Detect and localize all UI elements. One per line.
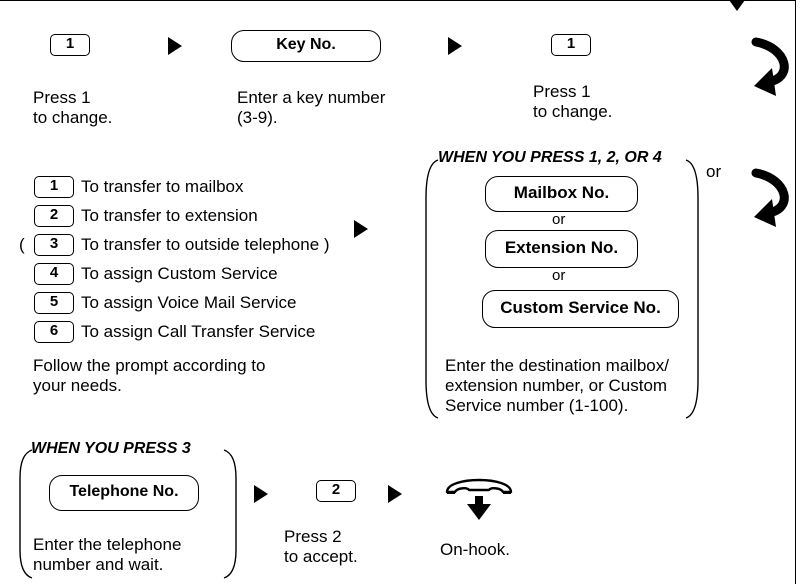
press-2-caption: Press 2 to accept. <box>284 527 358 566</box>
down-arrow-icon <box>729 0 745 11</box>
option-key-4: 4 <box>34 263 74 285</box>
right-bracket <box>685 159 699 419</box>
press-1-caption: Press 1 to change. <box>533 82 613 121</box>
option-open-paren: ( <box>19 235 25 254</box>
mailbox-no-field: Mailbox No. <box>485 176 638 212</box>
right-bracket <box>223 449 237 579</box>
option-key-1: 1 <box>34 176 74 198</box>
or-separator: or <box>552 267 566 284</box>
left-bracket <box>425 159 439 419</box>
option-label: To transfer to extension <box>81 206 258 225</box>
key-no-caption: Enter a key number (3-9). <box>237 88 386 127</box>
key-1: 1 <box>551 34 591 56</box>
or-separator: or <box>552 211 566 228</box>
right-arrow-icon <box>254 485 268 503</box>
right-arrow-icon <box>388 485 402 503</box>
when-press-3-heading: WHEN YOU PRESS 3 <box>31 440 191 457</box>
option-key-6: 6 <box>34 321 74 343</box>
press-1-caption: Press 1 to change. <box>33 88 113 127</box>
key-1: 1 <box>50 34 90 56</box>
option-label: To transfer to outside telephone ) <box>81 235 330 254</box>
when-press-124-heading: WHEN YOU PRESS 1, 2, OR 4 <box>438 149 662 166</box>
key-2: 2 <box>316 480 356 502</box>
left-bracket <box>19 449 33 579</box>
telephone-no-field: Telephone No. <box>49 475 199 511</box>
continue-arrow-icon <box>751 37 789 96</box>
extension-no-field: Extension No. <box>485 230 638 268</box>
on-hook-caption: On-hook. <box>440 540 510 559</box>
option-key-3: 3 <box>34 234 74 256</box>
continue-arrow-icon <box>751 168 789 227</box>
option-label: To assign Call Transfer Service <box>81 322 316 341</box>
or-separator: or <box>706 162 722 181</box>
handset-on-hook-icon <box>445 478 513 520</box>
options-caption: Follow the prompt according to your need… <box>33 356 266 395</box>
right-arrow-icon <box>448 37 462 55</box>
option-label: To assign Custom Service <box>81 264 278 283</box>
option-key-5: 5 <box>34 292 74 314</box>
custom-service-no-field: Custom Service No. <box>482 290 679 328</box>
destination-caption: Enter the destination mailbox/ extension… <box>445 356 669 415</box>
option-label: To transfer to mailbox <box>81 177 244 196</box>
option-key-2: 2 <box>34 205 74 227</box>
right-arrow-icon <box>168 37 182 55</box>
right-arrow-icon <box>354 220 368 238</box>
option-label: To assign Voice Mail Service <box>81 293 297 312</box>
key-no-field: Key No. <box>231 30 381 62</box>
telephone-caption: Enter the telephone number and wait. <box>33 535 182 574</box>
